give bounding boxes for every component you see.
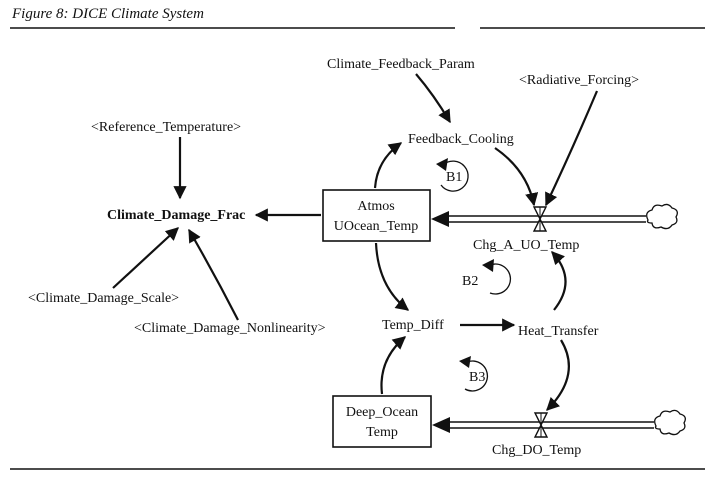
label-loop-b2: B2: [462, 274, 478, 289]
flow-pipe-bottom: [432, 417, 654, 433]
loop-b1-icon: [436, 158, 469, 192]
link-radiative-forcing-to-valve: [545, 90, 599, 207]
figure-title: Figure 8: DICE Climate System: [12, 6, 204, 22]
label-loop-b1: B1: [446, 170, 462, 185]
loop-b2-icon: [482, 259, 512, 295]
label-climate-damage-nonlinearity: <Climate_Damage_Nonlinearity>: [134, 321, 326, 336]
link-heat-transfer-to-chg-do: [546, 339, 570, 411]
cloud-source-top-icon: [646, 203, 678, 230]
link-damage-scale-to-damage-frac: [112, 227, 179, 289]
label-heat-transfer: Heat_Transfer: [518, 324, 599, 339]
label-chg-a-uo-temp: Chg_A_UO_Temp: [473, 238, 579, 253]
link-nonlinearity-to-damage-frac: [188, 228, 239, 321]
label-stock-atmos-line2: UOcean_Temp: [334, 219, 419, 234]
label-climate-damage-scale: <Climate_Damage_Scale>: [28, 291, 179, 306]
link-param-to-feedback-cooling: [415, 73, 451, 124]
link-heat-transfer-to-chg-a-uo: [551, 251, 567, 311]
label-chg-do-temp: Chg_DO_Temp: [492, 443, 581, 458]
stock-atmos-uocean-temp: [322, 189, 431, 242]
label-stock-atmos-line1: Atmos: [357, 199, 394, 214]
label-stock-deep-line2: Temp: [366, 425, 398, 440]
label-loop-b3: B3: [469, 370, 485, 385]
label-stock-deep-line1: Deep_Ocean: [346, 405, 418, 420]
link-atmos-to-temp-diff: [374, 242, 410, 311]
label-climate-feedback-param: Climate_Feedback_Param: [327, 57, 475, 72]
link-deep-ocean-to-temp-diff: [380, 336, 407, 395]
label-temp-diff: Temp_Diff: [382, 318, 444, 333]
link-feedback-cooling-to-valve: [494, 147, 539, 207]
label-radiative-forcing: <Radiative_Forcing>: [519, 73, 639, 88]
valve-chg-do-icon: [533, 412, 549, 438]
loop-b3-icon: [459, 356, 489, 392]
flow-pipe-top: [431, 211, 646, 227]
valve-chg-a-uo-icon: [532, 206, 548, 232]
stock-deep-ocean-temp: [332, 395, 432, 448]
label-feedback-cooling: Feedback_Cooling: [408, 132, 514, 147]
cloud-source-bottom-icon: [654, 409, 686, 436]
label-climate-damage-frac: Climate_Damage_Frac: [107, 208, 245, 223]
link-atmos-to-feedback-cooling: [373, 142, 403, 189]
label-reference-temperature: <Reference_Temperature>: [91, 120, 241, 135]
